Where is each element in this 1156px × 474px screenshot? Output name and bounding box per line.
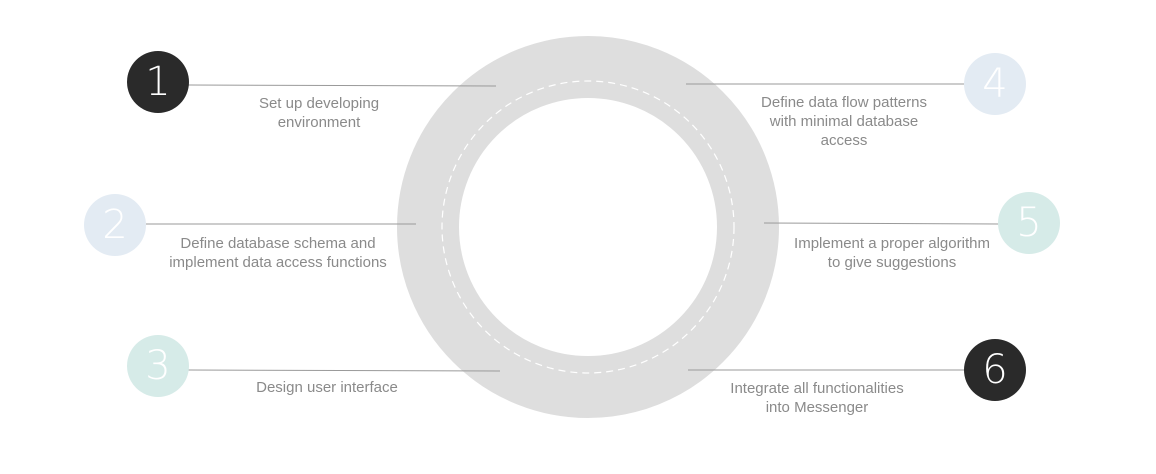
step-3-badge: 3	[127, 335, 189, 397]
step-2-text: Define database schema and implement dat…	[169, 235, 387, 271]
step-2-badge: 2	[84, 194, 146, 256]
central-ring	[397, 36, 779, 418]
step-4-badge: 4	[964, 53, 1026, 115]
step-2-number: 2	[102, 202, 128, 248]
connector-line-1	[187, 84, 497, 87]
step-6-text: Integrate all functionalities into Messe…	[730, 380, 904, 416]
step-3-text: Design user interface	[256, 379, 398, 396]
step-6-badge: 6	[964, 339, 1026, 401]
step-5-text: Implement a proper algorithm to give sug…	[794, 235, 990, 271]
step-1-text: Set up developing environment	[258, 95, 380, 131]
connector-line-5	[763, 222, 1001, 225]
step-5-number: 5	[1016, 200, 1042, 246]
step-4-text: Define data flow patterns with minimal d…	[761, 94, 927, 149]
step-4-number: 4	[982, 61, 1008, 107]
step-6-number: 6	[982, 347, 1008, 393]
step-5-badge: 5	[998, 192, 1060, 254]
step-1-number: 1	[145, 59, 171, 105]
step-3-number: 3	[145, 343, 171, 389]
connector-line-3	[187, 369, 501, 372]
ring-dashed-track	[441, 80, 735, 374]
step-1-badge: 1	[127, 51, 189, 113]
